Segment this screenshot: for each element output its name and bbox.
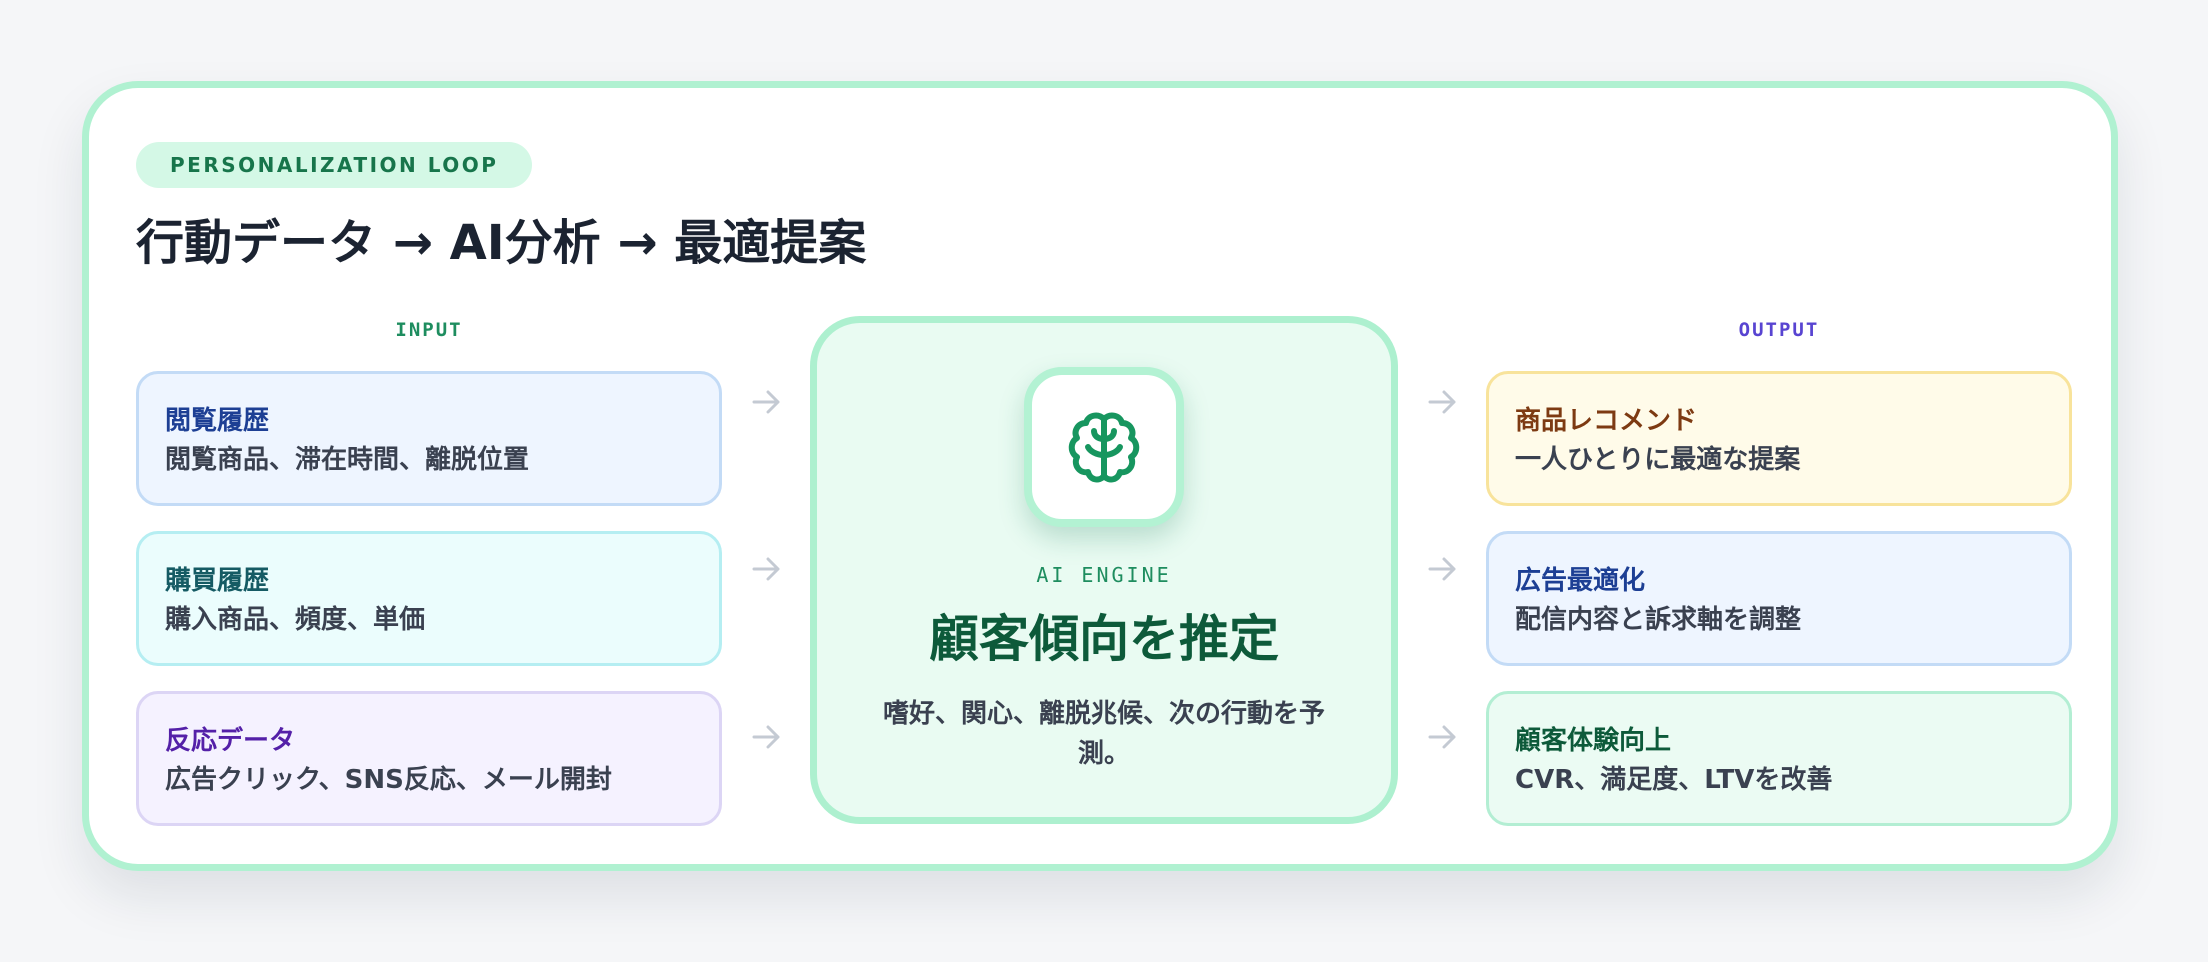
input-item-title: 閲覧履歴 bbox=[165, 406, 270, 436]
output-item-desc: 一人ひとりに最適な提案 bbox=[1515, 445, 1801, 475]
output-item-desc: 配信内容と訴求軸を調整 bbox=[1515, 605, 1802, 635]
output-item-title: 広告最適化 bbox=[1515, 566, 1646, 596]
input-column-label: INPUT bbox=[395, 319, 463, 341]
input-item-title: 購買履歴 bbox=[165, 566, 270, 596]
output-item-customer-experience: 顧客体験向上 CVR、満足度、LTVを改善 bbox=[1486, 691, 2072, 826]
arrow-right-icon bbox=[752, 725, 780, 749]
output-item-title: 顧客体験向上 bbox=[1515, 726, 1672, 756]
input-item-browsing-history: 閲覧履歴 閲覧商品、滞在時間、離脱位置 bbox=[136, 371, 722, 506]
input-item-desc: 購入商品、頻度、単価 bbox=[165, 605, 426, 635]
brain-icon-tile bbox=[1024, 367, 1184, 527]
arrow-right-icon bbox=[752, 557, 780, 581]
input-item-purchase-history: 購買履歴 購入商品、頻度、単価 bbox=[136, 531, 722, 666]
input-item-desc: 閲覧商品、滞在時間、離脱位置 bbox=[165, 445, 530, 475]
ai-engine-title: 顧客傾向を推定 bbox=[929, 610, 1279, 668]
arrow-right-icon bbox=[1428, 725, 1456, 749]
section-badge: PERSONALIZATION LOOP bbox=[136, 142, 533, 188]
output-item-desc: CVR、満足度、LTVを改善 bbox=[1515, 765, 1833, 795]
output-item-product-recommend: 商品レコメンド 一人ひとりに最適な提案 bbox=[1486, 371, 2072, 506]
arrow-right-icon bbox=[752, 390, 780, 414]
output-column-label: OUTPUT bbox=[1738, 319, 1820, 341]
arrow-right-icon bbox=[1428, 557, 1456, 581]
arrow-right-icon bbox=[1428, 390, 1456, 414]
ai-engine-label: AI ENGINE bbox=[1036, 563, 1172, 587]
input-item-desc: 広告クリック、SNS反応、メール開封 bbox=[165, 765, 612, 795]
output-item-title: 商品レコメンド bbox=[1515, 406, 1698, 436]
output-item-ad-optimization: 広告最適化 配信内容と訴求軸を調整 bbox=[1486, 531, 2072, 666]
input-item-response-data: 反応データ 広告クリック、SNS反応、メール開封 bbox=[136, 691, 722, 826]
page-title: 行動データ → AI分析 → 最適提案 bbox=[136, 215, 867, 271]
input-item-title: 反応データ bbox=[165, 726, 296, 756]
brain-icon bbox=[1068, 412, 1140, 483]
ai-engine-description: 嗜好、関心、離脱兆候、次の行動を予測。 bbox=[882, 699, 1325, 769]
